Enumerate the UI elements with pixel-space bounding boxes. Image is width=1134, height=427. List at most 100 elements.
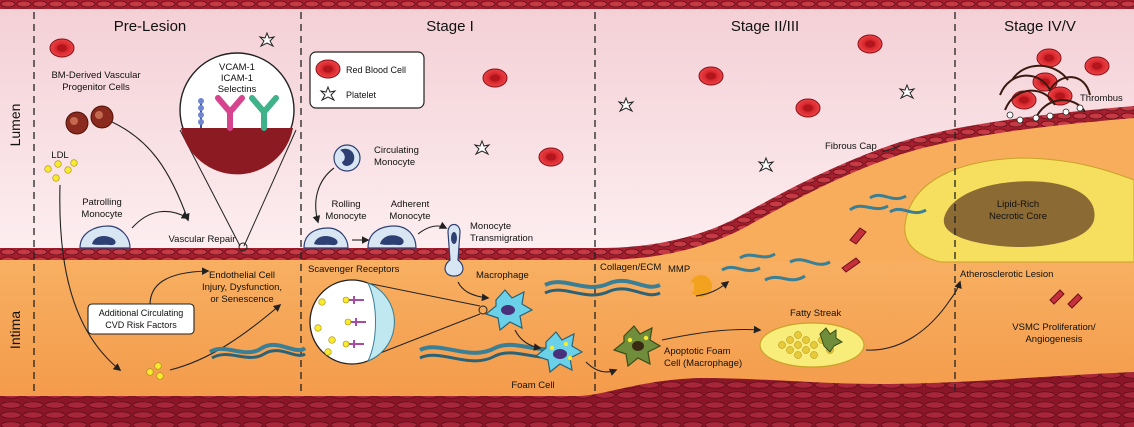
bm-progenitor-label-1: BM-Derived Vascular	[51, 70, 140, 81]
apoptotic-label-2: Cell (Macrophage)	[664, 358, 742, 369]
necrotic-core-label-1: Lipid-Rich	[997, 199, 1039, 210]
mmp-icon	[690, 275, 712, 298]
stage-title-stage-1: Stage I	[426, 18, 474, 35]
red-blood-cell-icon	[482, 68, 508, 88]
transmigration-label-1: Monocyte	[470, 221, 511, 232]
apoptotic-label-1: Apoptotic Foam	[664, 346, 731, 357]
adherent-label-1: Adherent	[391, 199, 430, 210]
endothelial-label-3: or Senescence	[210, 294, 273, 305]
ldl-particle-icon	[54, 160, 62, 168]
media-wall	[0, 372, 1134, 427]
fibrous-cap-pointer	[881, 145, 901, 153]
circulating-arrow	[312, 167, 335, 224]
fatty-streak-icon	[759, 322, 865, 368]
stage-dividers	[33, 12, 956, 395]
patrolling-label-2: Monocyte	[81, 209, 122, 220]
bm-progenitor-label-2: Progenitor Cells	[62, 82, 130, 93]
necrotic-core	[943, 181, 1095, 247]
callout-icam-label: ICAM-1	[221, 73, 253, 84]
macrophage-label: Macrophage	[476, 270, 529, 281]
red-blood-cell-icon	[795, 98, 821, 118]
ldl-particle-icon	[154, 362, 162, 370]
stage-title-stage-4-5: Stage IV/V	[1004, 18, 1076, 35]
ldl-arrow	[59, 184, 122, 371]
atherosclerotic-lesion-label: Atherosclerotic Lesion	[960, 269, 1053, 280]
top-vessel-wall	[0, 0, 1134, 9]
risk-factors-label-1: Additional Circulating	[99, 308, 184, 318]
rolling-label-2: Monocyte	[325, 211, 366, 222]
patrolling-label-1: Patrolling	[82, 197, 122, 208]
foam-to-apoptotic-arrow	[585, 361, 618, 376]
adherent-arrow	[417, 221, 448, 235]
collagen-bundle	[208, 342, 307, 355]
risk-factors-box: Additional Circulating CVD Risk Factors	[87, 303, 195, 335]
risk-factors-label-2: CVD Risk Factors	[105, 320, 177, 330]
selectin-molecule-icon	[249, 95, 279, 131]
red-blood-cell-icon	[698, 66, 724, 86]
collagen-ecm-label: Collagen/ECM	[600, 262, 661, 273]
legend-platelet-label: Platelet	[346, 90, 377, 100]
endothelial-label-1: Endothelial Cell	[209, 270, 275, 281]
vcam-molecule-icon	[198, 98, 204, 128]
vsmc-label-2: Angiogenesis	[1025, 334, 1082, 345]
rolling-label-1: Rolling	[331, 199, 360, 210]
scavenger-receptors-label: Scavenger Receptors	[308, 264, 400, 275]
rolling-monocyte-icon	[303, 227, 349, 249]
circulating-monocyte-icon	[333, 144, 361, 172]
legend-rbc-label: Red Blood Cell	[346, 65, 406, 75]
endothelial-label-2: Injury, Dysfunction,	[202, 282, 282, 293]
macrophage-icon	[484, 289, 534, 332]
legend-rbc-icon	[315, 59, 341, 79]
patrolling-arrow	[131, 210, 190, 229]
transmigration-arrow	[457, 281, 490, 302]
ldl-particle-icon	[64, 166, 72, 174]
macrophage-arrow	[514, 329, 542, 351]
vsmc-label-1: VSMC Proliferation/	[1012, 322, 1096, 333]
transmigration-label-2: Transmigration	[470, 233, 533, 244]
callout-selectins-label: Selectins	[218, 84, 257, 95]
ldl-particle-icon	[70, 159, 78, 167]
red-blood-cell-icon	[49, 38, 75, 58]
collagen-bundle	[544, 278, 661, 289]
fibrous-cap-label: Fibrous Cap	[825, 141, 877, 152]
progenitor-cells	[65, 105, 114, 135]
risk-arrow-up	[149, 267, 210, 306]
adherent-monocyte-icon	[367, 225, 417, 249]
mmp-arrow	[695, 281, 730, 297]
red-blood-cell-icon	[1084, 56, 1110, 76]
fatty-streak-label: Fatty Streak	[790, 308, 841, 319]
scavenger-callout	[309, 279, 488, 365]
intima-label: Intima	[7, 311, 23, 349]
foam-cell-label: Foam Cell	[511, 380, 554, 391]
ldl-to-cell-arrow	[169, 303, 282, 371]
red-blood-cell-icon	[538, 147, 564, 167]
icam-molecule-icon	[215, 95, 245, 131]
callout-vcam-label: VCAM-1	[219, 62, 255, 73]
ldl-label: LDL	[51, 150, 68, 161]
thrombus-icon	[999, 64, 1091, 124]
ldl-particle-icon	[146, 368, 154, 376]
transmigrating-monocyte-icon	[444, 223, 464, 277]
vsmc-cells	[841, 227, 1083, 309]
circulating-label-2: Monocyte	[374, 157, 415, 168]
mmp-label: MMP	[668, 264, 690, 275]
red-blood-cell-icon	[1036, 48, 1062, 68]
legend-box: Red Blood Cell Platelet	[309, 51, 425, 109]
red-blood-cell-icon	[857, 34, 883, 54]
progenitor-arrow	[111, 121, 190, 222]
ldl-particle-icon	[156, 372, 164, 380]
ldl-particle-icon	[44, 165, 52, 173]
circulating-label-1: Circulating	[374, 145, 419, 156]
adhesion-molecules-callout: VCAM-1 ICAM-1 Selectins	[179, 52, 297, 252]
lumen-label: Lumen	[7, 104, 23, 147]
collagen-fibers	[721, 193, 927, 282]
stage-title-pre-lesion: Pre-Lesion	[114, 18, 187, 35]
patrolling-monocyte-icon	[79, 225, 131, 249]
apoptotic-foam-cell-icon	[612, 325, 662, 368]
thrombus-label: Thrombus	[1080, 93, 1123, 104]
fatty-streak-arrow	[865, 280, 962, 351]
foam-cell-icon	[534, 331, 584, 374]
apoptotic-arrow	[661, 325, 762, 341]
